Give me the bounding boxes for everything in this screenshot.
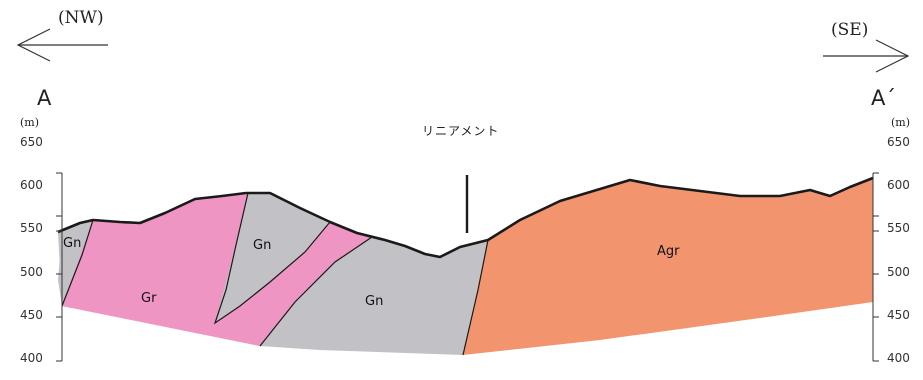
unit-label-gn-left: Gn <box>63 236 82 251</box>
left-tick-label: 600 <box>20 178 43 192</box>
right-tick-label: 650 <box>887 135 910 149</box>
right-tick-label: 600 <box>887 178 910 192</box>
left-tick-label: 450 <box>20 308 43 322</box>
unit-label-gn-center: Gn <box>365 294 384 309</box>
left-tick-label: 500 <box>20 265 43 279</box>
contact-lineament-fault <box>462 239 489 356</box>
topographic-surface <box>57 176 874 259</box>
right-tick-label: 550 <box>887 221 910 235</box>
left-tick-label: 550 <box>20 221 43 235</box>
unit-gr-dike <box>230 222 372 346</box>
left-arrow-icon <box>16 28 108 62</box>
unit-gr-left <box>62 193 260 346</box>
contact-gn-gr-left <box>61 219 94 307</box>
right-tick-label: 400 <box>887 351 910 365</box>
right-tick-label: 500 <box>887 265 910 279</box>
right-tick-label: 450 <box>887 308 910 322</box>
right-axis-ticks <box>873 172 879 362</box>
point-a-label: A <box>37 86 52 110</box>
point-a-prime-label: A´ <box>871 86 896 110</box>
left-axis-unit: (m) <box>20 116 40 129</box>
left-tick-label: 650 <box>20 135 43 149</box>
contact-gr-gn-center <box>213 192 331 325</box>
left-axis-ticks <box>56 172 62 362</box>
unit-label-gr: Gr <box>141 291 157 306</box>
unit-agr <box>463 178 873 355</box>
right-axis-unit: (m) <box>891 116 911 129</box>
contact-dike-base <box>259 236 373 347</box>
direction-nw-label: (NW) <box>58 8 104 28</box>
right-arrow-icon <box>823 39 910 73</box>
unit-gn-left-sliver <box>58 220 93 306</box>
unit-label-agr: Agr <box>657 244 680 259</box>
lineament-label: リニアメント <box>422 124 500 138</box>
direction-se-label: (SE) <box>831 20 869 40</box>
left-tick-label: 400 <box>20 351 43 365</box>
unit-label-gn-upper: Gn <box>253 238 272 253</box>
